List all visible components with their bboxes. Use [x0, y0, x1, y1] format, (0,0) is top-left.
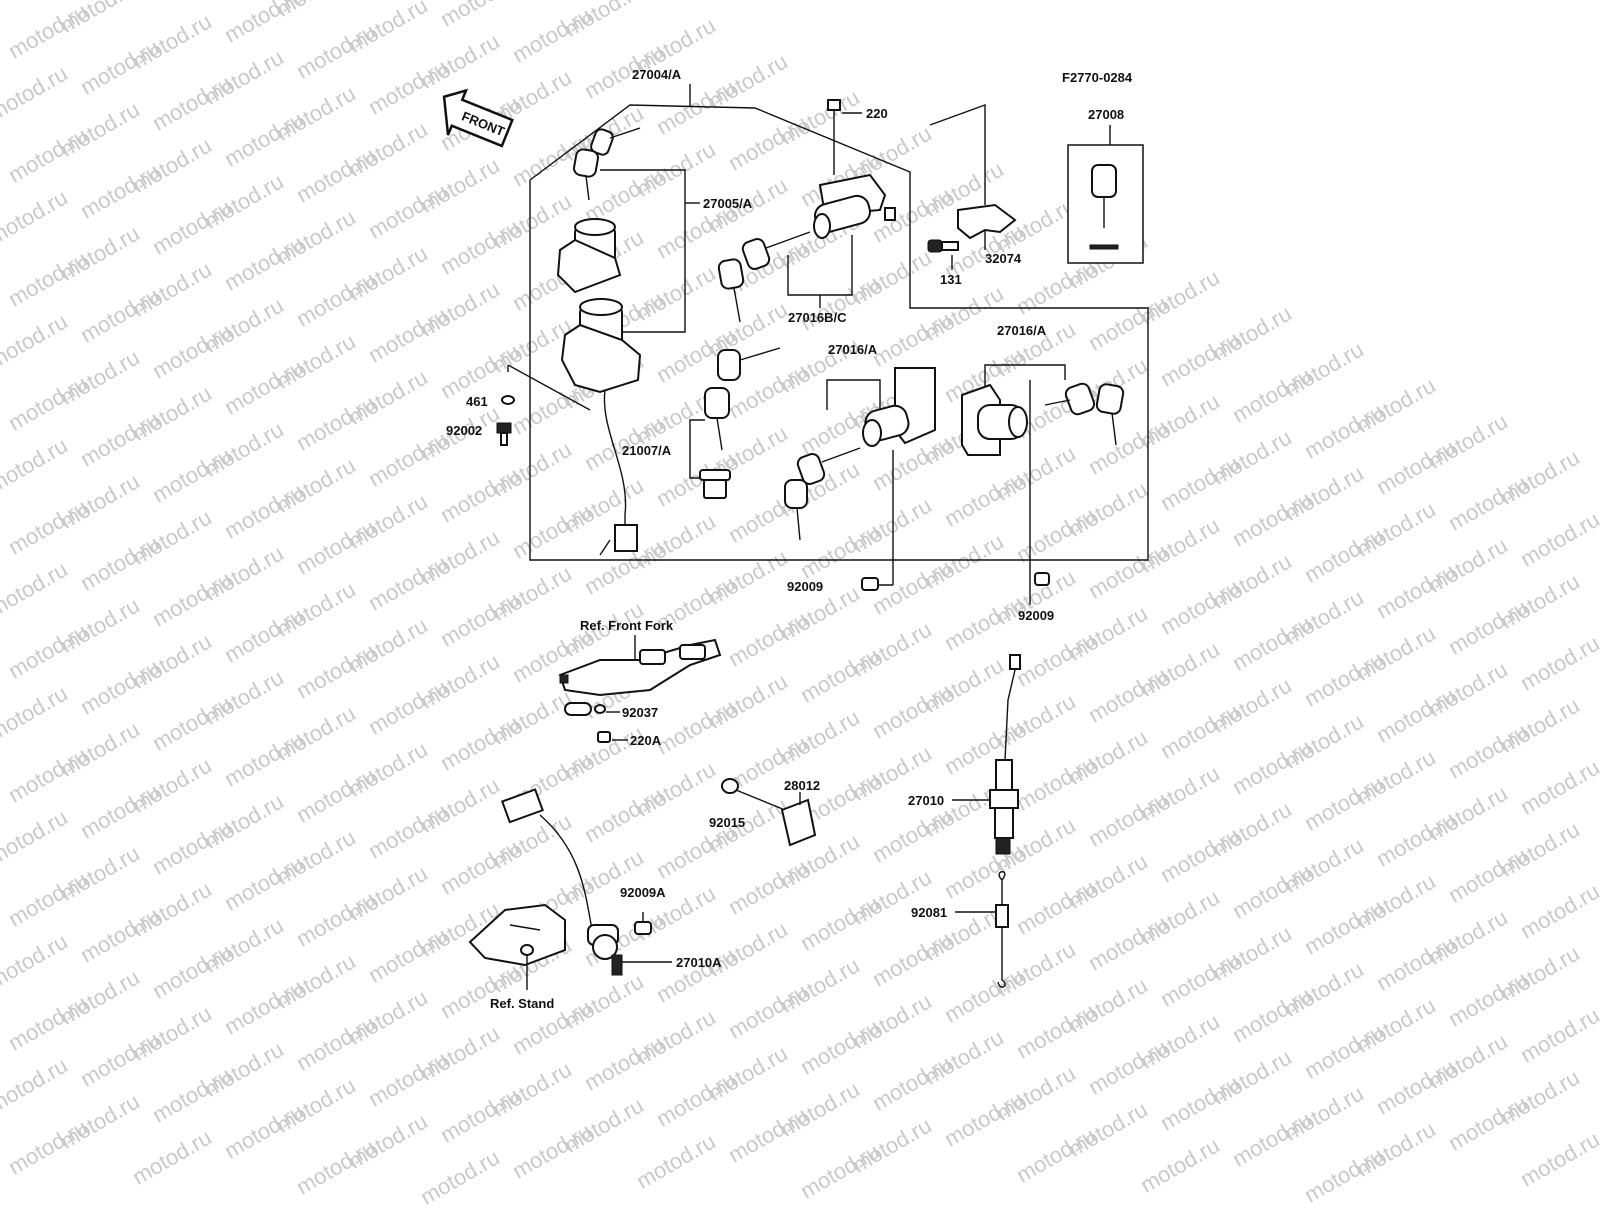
part-label-131: 131 [940, 272, 962, 287]
screw-220a [597, 731, 628, 743]
part-label-27016a-right: 27016/A [997, 323, 1047, 338]
part-label-27010: 27010 [908, 793, 944, 808]
part-label-92015: 92015 [709, 815, 745, 830]
part-label-461: 461 [466, 394, 488, 409]
screw-92009a [634, 912, 652, 935]
front-fork-bracket [558, 635, 722, 697]
seat-lock [813, 173, 896, 239]
lock-27016-right [961, 364, 1125, 600]
part-label-220a: 220A [630, 733, 662, 748]
grommet-92015 [721, 778, 786, 811]
switch-27010 [952, 654, 1021, 855]
part-label-ref-front-fork: Ref. Front Fork [580, 618, 674, 633]
grommet-28012 [780, 792, 817, 847]
front-arrow-icon: FRONT [442, 88, 514, 148]
key-pair-top-left [573, 127, 641, 201]
spring-92081 [955, 871, 1009, 988]
part-label-92002: 92002 [446, 423, 482, 438]
bolt-92002 [496, 422, 512, 446]
part-label-220: 220 [866, 106, 888, 121]
part-label-27016a-left: 27016/A [828, 342, 878, 357]
stand-switch-wiring [500, 788, 623, 976]
screw-92009-right [1029, 572, 1050, 605]
part-label-27005a: 27005/A [703, 196, 753, 211]
part-label-21007a: 21007/A [622, 443, 672, 458]
bolt-131 [927, 239, 959, 270]
part-label-27016bc: 27016B/C [788, 310, 847, 325]
diagram-code: F2770-0284 [1062, 70, 1133, 85]
washer-461 [501, 364, 591, 411]
lock-27016-center [784, 367, 936, 586]
ignition-switch [560, 298, 642, 556]
part-label-ref-stand: Ref. Stand [490, 996, 554, 1011]
part-label-92037: 92037 [622, 705, 658, 720]
ignition-lock-upper [556, 218, 622, 294]
kit-frame [529, 84, 1149, 561]
screw-92009-left [861, 577, 879, 591]
part-label-27004a: 27004/A [632, 67, 682, 82]
key-set-21007 [689, 347, 781, 499]
part-label-92009-left: 92009 [787, 579, 823, 594]
screw-220 [827, 99, 862, 175]
part-label-28012: 28012 [784, 778, 820, 793]
key-card-27008 [1067, 125, 1144, 264]
part-label-27010a: 27010A [676, 955, 722, 970]
part-label-27008: 27008 [1088, 107, 1124, 122]
part-label-32074: 32074 [985, 251, 1022, 266]
key-pair-27016b [717, 231, 853, 323]
part-label-92009-right: 92009 [1018, 608, 1054, 623]
clip-92037 [564, 702, 620, 716]
bracket-32074 [929, 104, 1017, 250]
stand-bracket [468, 903, 566, 990]
part-label-92009a: 92009A [620, 885, 666, 900]
part-label-92081: 92081 [911, 905, 947, 920]
bracket-27005 [600, 169, 700, 333]
